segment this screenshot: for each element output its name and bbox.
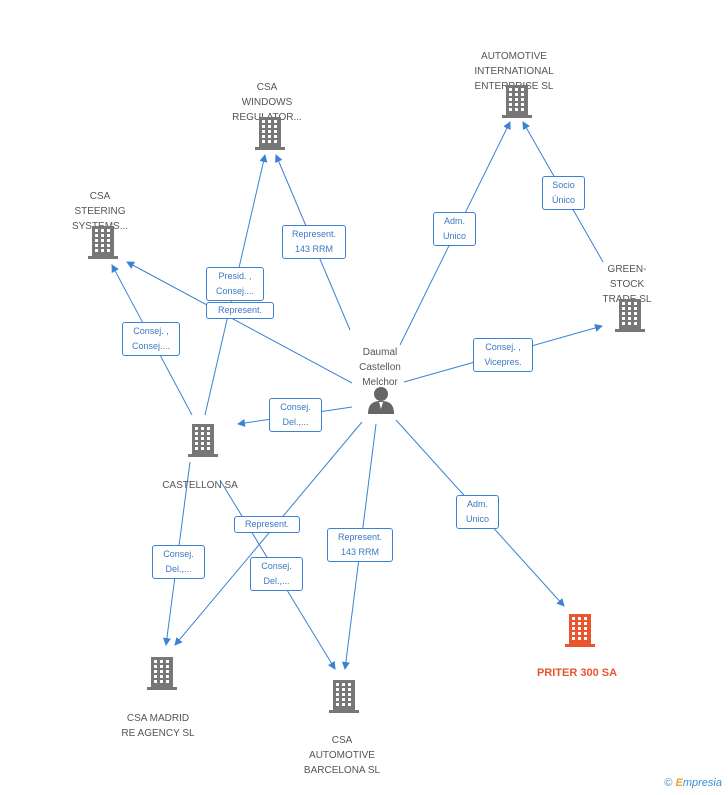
building-icon[interactable]	[614, 298, 646, 337]
node-label: CSA AUTOMOTIVE BARCELONA SL	[303, 735, 381, 776]
relation-consej-vicepres[interactable]: Consej. , Vicepres.	[473, 338, 533, 372]
footer-brand[interactable]: © Empresia	[664, 777, 722, 789]
relation-represent-143-windows[interactable]: Represent. 143 RRM	[282, 225, 346, 259]
relation-consej-del-castellon[interactable]: Consej. Del.,...	[269, 398, 322, 432]
building-icon[interactable]	[501, 84, 533, 123]
relation-represent-steering[interactable]: Represent.	[206, 302, 274, 319]
node-csa-madrid[interactable]: CSA MADRID RE AGENCY SL	[103, 696, 213, 756]
relation-presid-consej[interactable]: Presid. , Consej....	[206, 267, 264, 301]
relation-adm-unico-priter[interactable]: Adm. Unico	[456, 495, 499, 529]
edge-person-to-steering	[126, 261, 353, 384]
node-label: CASTELLON SA	[162, 480, 238, 491]
relation-consej-consej[interactable]: Consej. , Consej....	[122, 322, 180, 356]
relation-consej-del-barcelona[interactable]: Consej. Del.,...	[250, 557, 303, 591]
node-label: PRITER 300 SA	[536, 667, 618, 679]
building-icon[interactable]	[328, 679, 360, 718]
building-icon[interactable]	[187, 423, 219, 462]
node-label: CSA MADRID RE AGENCY SL	[121, 713, 195, 739]
building-icon-highlight[interactable]	[564, 613, 596, 652]
relation-adm-unico-automotive[interactable]: Adm. Unico	[433, 212, 476, 246]
relation-represent-madrid[interactable]: Represent.	[234, 516, 300, 533]
relation-consej-del-madrid[interactable]: Consej. Del.,...	[152, 545, 205, 579]
node-csa-automotive-barcelona[interactable]: CSA AUTOMOTIVE BARCELONA SL	[287, 718, 397, 793]
node-person[interactable]: Daumal Castellon Melchor	[340, 330, 420, 405]
edge-person-to-madrid	[174, 421, 363, 646]
relation-socio-unico[interactable]: Socio Único	[542, 176, 585, 210]
node-priter[interactable]: PRITER 300 SA	[517, 651, 637, 696]
relation-represent-143-barcelona[interactable]: Represent. 143 RRM	[327, 528, 393, 562]
node-label: Daumal Castellon Melchor	[359, 347, 401, 388]
brand-e-logo: E	[675, 777, 683, 789]
copyright-symbol: ©	[664, 777, 673, 789]
building-icon[interactable]	[87, 225, 119, 264]
building-icon[interactable]	[254, 116, 286, 155]
building-icon[interactable]	[146, 656, 178, 695]
node-castellon[interactable]: CASTELLON SA	[145, 463, 255, 508]
person-icon[interactable]	[366, 385, 396, 415]
brand-name: mpresia	[682, 777, 722, 789]
